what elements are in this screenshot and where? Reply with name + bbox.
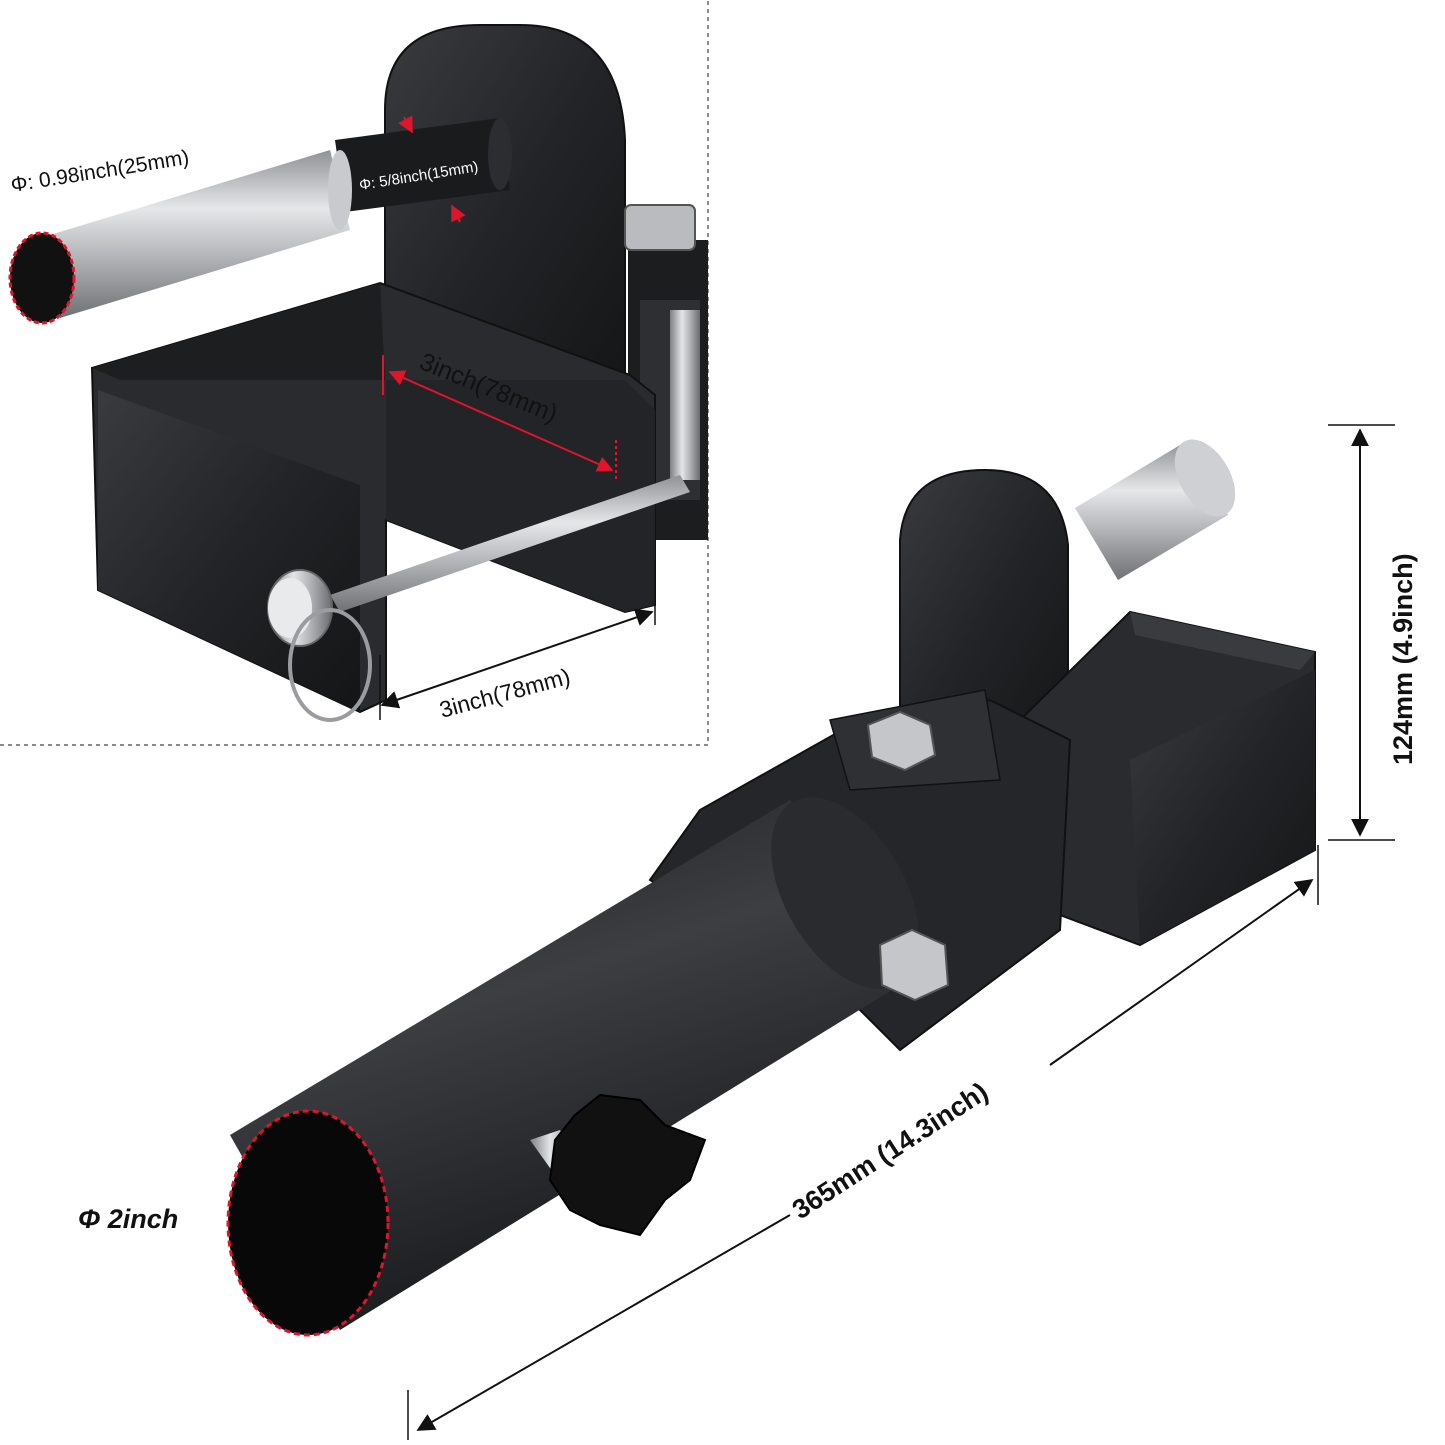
sleeve-end-highlight bbox=[8, 231, 76, 325]
inset-pin-sleeve bbox=[8, 118, 512, 325]
tube-end-highlight bbox=[226, 1109, 390, 1337]
inset-dashed-border bbox=[0, 0, 709, 746]
length-dimension bbox=[407, 845, 1319, 1440]
tube-diameter-label: Φ 2inch bbox=[78, 1204, 178, 1234]
main-star-knob bbox=[530, 1093, 707, 1237]
bracket-width-label: 3inch(78mm) bbox=[437, 663, 573, 723]
inset-width-measure bbox=[379, 560, 656, 720]
inset-detail-view: Φ: 0.98inch(25mm) Φ: 5/8inch(15mm) 3inch… bbox=[0, 0, 709, 746]
overall-length-label: 365mm (14.3inch) bbox=[787, 1076, 993, 1225]
height-dimension bbox=[1328, 424, 1395, 841]
sleeve-diameter-label: Φ: 0.98inch(25mm) bbox=[9, 146, 191, 197]
inset-lock-pin bbox=[267, 475, 690, 722]
overall-height-label: 124mm (4.9inch) bbox=[1388, 553, 1418, 765]
main-round-plate bbox=[899, 468, 1069, 762]
main-tube bbox=[226, 797, 919, 1337]
main-bolts bbox=[866, 710, 950, 1002]
inset-red-measures bbox=[382, 115, 617, 480]
